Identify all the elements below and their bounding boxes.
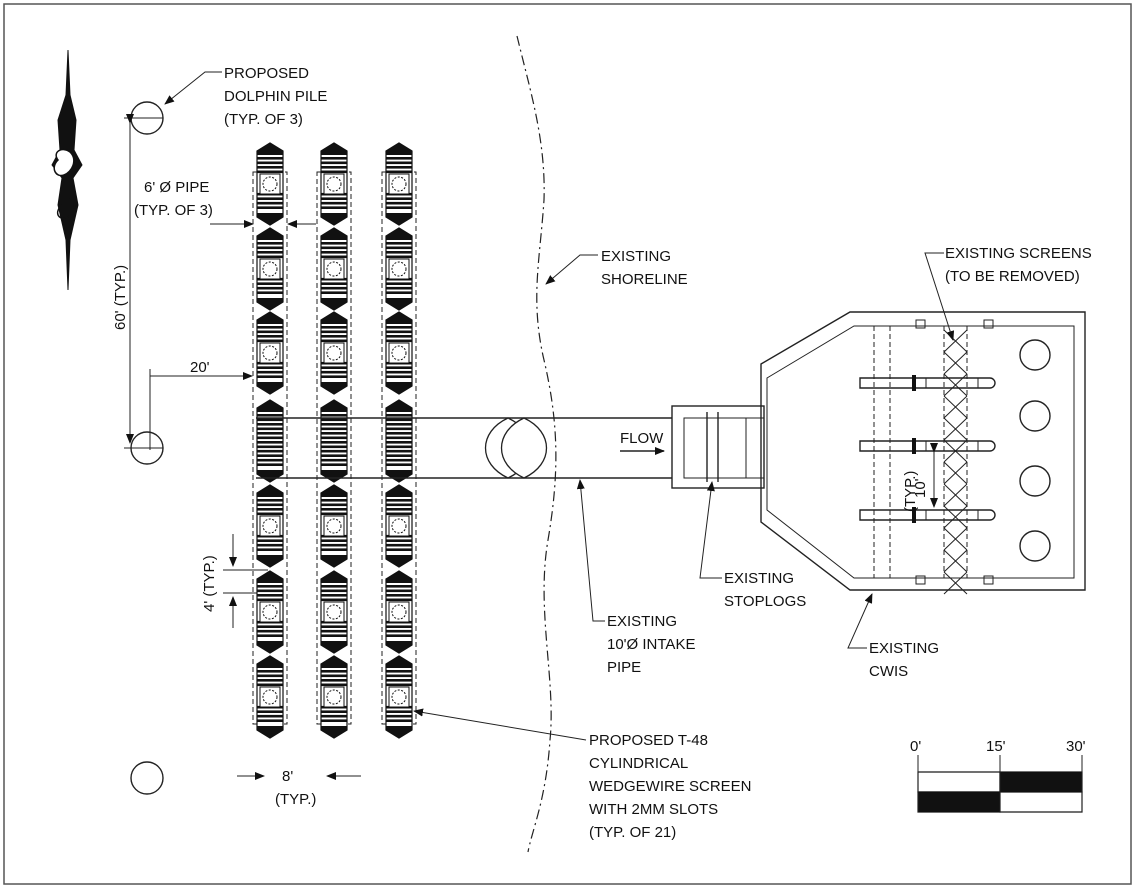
cwis-pier-walls xyxy=(859,375,996,523)
wedgewire-screen xyxy=(385,399,413,483)
dolphin-pile-callout: PROPOSED DOLPHIN PILE (TYP. OF 3) xyxy=(164,65,327,128)
wedgewire-label-line2: CYLINDRICAL xyxy=(589,755,688,772)
dimension-4ft-label: 4' (TYP.) xyxy=(201,555,218,612)
wedgewire-screen xyxy=(256,484,284,568)
dimension-60ft: 60' (TYP.) xyxy=(112,114,163,449)
cwis-label-line1: EXISTING xyxy=(869,640,939,657)
pump-bay-4 xyxy=(1019,530,1051,562)
scale-bar-seg-3 xyxy=(917,791,1001,813)
wedgewire-screen xyxy=(256,142,284,226)
wedgewire-screen xyxy=(385,227,413,311)
wedgewire-screen xyxy=(256,227,284,311)
existing-screens-x-bracing xyxy=(943,329,968,595)
pipe-label-line2: (TYP. OF 3) xyxy=(134,202,213,219)
intake-label-line3: PIPE xyxy=(607,659,641,676)
cwis-structure xyxy=(760,311,1086,595)
wedgewire-screen xyxy=(256,311,284,395)
dimension-10ft-label-line2: (TYP.) xyxy=(902,471,919,512)
intake-pipe: FLOW xyxy=(256,417,672,479)
dimension-4ft: 4' (TYP.) xyxy=(201,534,268,628)
wedgewire-label-line1: PROPOSED T-48 xyxy=(589,732,708,749)
dolphin-pile-label-line1: PROPOSED xyxy=(224,65,309,82)
pump-bay-2 xyxy=(1019,400,1051,432)
dolphin-pile-label-line3: (TYP. OF 3) xyxy=(224,111,303,128)
scale-tick-30: 30' xyxy=(1066,738,1086,755)
screens-label-line1: EXISTING SCREENS xyxy=(945,245,1092,262)
pipe-label-line1: 6' Ø PIPE xyxy=(144,179,209,196)
shoreline-callout: EXISTING SHORELINE xyxy=(545,248,688,288)
dimension-8ft-label-line1: 8' xyxy=(282,768,293,785)
shoreline-label-line1: EXISTING xyxy=(601,248,671,265)
dolphin-pile-label-line2: DOLPHIN PILE xyxy=(224,88,327,105)
wedgewire-label-line3: WEDGEWIRE SCREEN xyxy=(589,778,752,795)
cwis-label-line2: CWIS xyxy=(869,663,908,680)
scale-tick-0: 0' xyxy=(910,738,921,755)
drawing-frame xyxy=(3,3,1132,885)
dimension-20ft-label: 20' xyxy=(190,359,210,376)
dimension-60ft-label: 60' (TYP.) xyxy=(112,265,129,330)
wedgewire-screen xyxy=(320,227,348,311)
wedgewire-screen xyxy=(385,311,413,395)
wedgewire-screen xyxy=(320,484,348,568)
wedgewire-screen xyxy=(256,570,284,654)
wedgewire-screen xyxy=(320,570,348,654)
shoreline-label-line2: SHORELINE xyxy=(601,271,688,288)
existing-screens-callout: EXISTING SCREENS (TO BE REMOVED) xyxy=(924,245,1092,341)
wedgewire-screen xyxy=(385,655,413,739)
dimension-10ft-label-line1: 10' xyxy=(912,478,929,498)
screens-label-line2: (TO BE REMOVED) xyxy=(945,268,1080,285)
wedgewire-screen xyxy=(256,655,284,739)
stoplogs-label-line1: EXISTING xyxy=(724,570,794,587)
screen-column-3 xyxy=(381,142,417,739)
screen-column-2 xyxy=(316,142,352,739)
dimension-8ft-label-line2: (TYP.) xyxy=(275,791,316,808)
flow-label: FLOW xyxy=(620,430,664,447)
screen-column-1 xyxy=(252,142,288,739)
wedgewire-screen xyxy=(320,311,348,395)
intake-label-line2: 10'Ø INTAKE xyxy=(607,636,695,653)
intake-callout: EXISTING 10'Ø INTAKE PIPE xyxy=(576,479,695,676)
pump-bay-1 xyxy=(1019,339,1051,371)
wedgewire-screen xyxy=(320,655,348,739)
scale-bar: 0' 15' 30' xyxy=(910,738,1086,813)
pump-bay-3 xyxy=(1019,465,1051,497)
dimension-8ft: 8' (TYP.) xyxy=(237,768,361,808)
wedgewire-screen xyxy=(385,484,413,568)
dolphin-pile-3 xyxy=(130,761,164,795)
stoplogs-callout: EXISTING STOPLOGS xyxy=(699,481,806,610)
wedgewire-screen xyxy=(385,142,413,226)
wedgewire-callout: PROPOSED T-48 CYLINDRICAL WEDGEWIRE SCRE… xyxy=(413,708,752,841)
wedgewire-screen xyxy=(256,399,284,483)
scale-bar-seg-2 xyxy=(999,771,1083,793)
dimension-20ft: 20' xyxy=(149,359,253,450)
stoplog-structure xyxy=(671,405,765,489)
existing-shoreline xyxy=(516,35,557,853)
cwis-callout: EXISTING CWIS xyxy=(847,593,939,680)
scale-tick-15: 15' xyxy=(986,738,1006,755)
dimension-10ft: 10' (TYP.) xyxy=(902,443,938,512)
wedgewire-screen xyxy=(320,142,348,226)
scale-bar-seg-4 xyxy=(999,791,1083,813)
wedgewire-screen xyxy=(320,399,348,483)
scale-bar-seg-1 xyxy=(917,771,1001,793)
stoplogs-label-line2: STOPLOGS xyxy=(724,593,806,610)
wedgewire-label-line4: WITH 2MM SLOTS xyxy=(589,801,718,818)
pipe-callout: 6' Ø PIPE (TYP. OF 3) xyxy=(134,179,316,228)
wedgewire-label-line5: (TYP. OF 21) xyxy=(589,824,676,841)
wedgewire-screen-arrays xyxy=(252,142,417,739)
wedgewire-screen xyxy=(385,570,413,654)
north-arrow-icon xyxy=(51,49,83,291)
intake-label-line1: EXISTING xyxy=(607,613,677,630)
